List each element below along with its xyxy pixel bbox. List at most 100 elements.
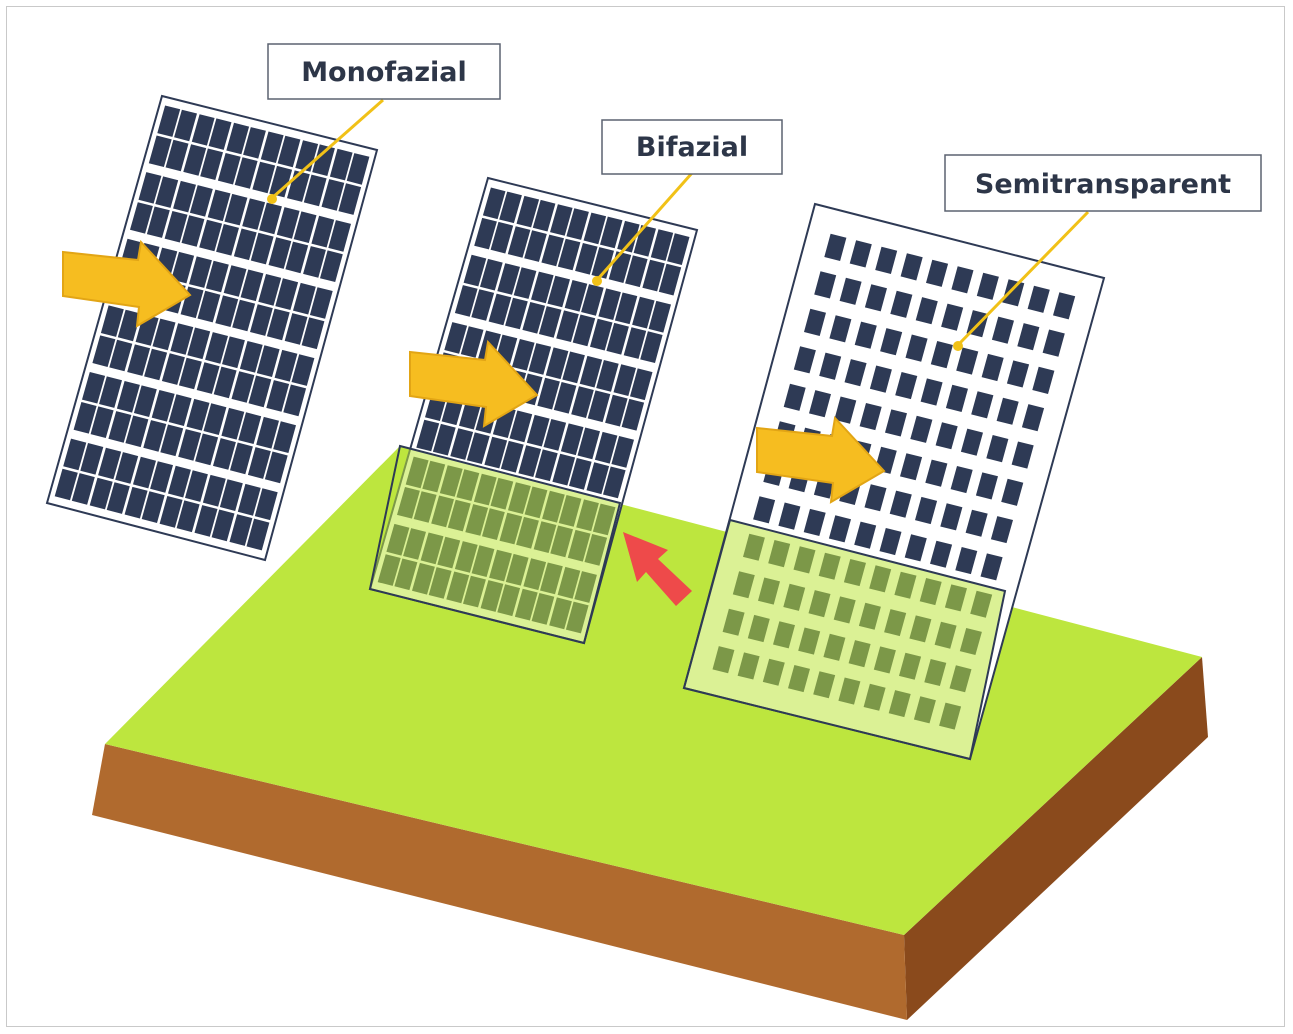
solar-cell <box>667 233 690 265</box>
solar-cell <box>232 299 256 332</box>
label-monofazial-text: Monofazial <box>301 57 467 88</box>
solar-cell <box>819 352 842 380</box>
solar-cell <box>522 302 546 334</box>
solar-cell <box>303 246 326 278</box>
solar-cell <box>246 518 270 551</box>
bifazial-grass-overlay <box>370 446 620 643</box>
solar-cell <box>575 243 598 275</box>
solar-cell <box>150 461 173 493</box>
solar-cell <box>930 341 953 369</box>
solar-cell <box>187 327 211 360</box>
solar-cell <box>328 220 351 252</box>
solar-cell <box>875 246 898 274</box>
solar-cell <box>581 284 604 316</box>
solar-cell <box>941 303 964 331</box>
solar-cell <box>266 380 290 412</box>
solar-cell <box>248 375 272 408</box>
solar-cell <box>658 263 682 296</box>
solar-cell <box>450 428 474 460</box>
solar-cell <box>256 345 280 377</box>
solar-cell <box>171 251 195 284</box>
monofazial-leader <box>271 98 384 200</box>
solar-cell <box>900 453 923 481</box>
solar-cell <box>603 466 626 499</box>
solar-cell <box>854 321 877 349</box>
leader-lines <box>267 98 1090 351</box>
solar-cell <box>925 459 948 487</box>
sunlight-arrow-icon <box>756 415 886 504</box>
solar-cell <box>864 484 887 512</box>
solar-cell <box>930 540 953 568</box>
solar-cell <box>170 323 194 355</box>
solar-cell <box>233 228 257 261</box>
solar-cell <box>168 394 192 426</box>
solar-cell <box>864 284 887 312</box>
solar-cell <box>239 341 263 373</box>
solar-cell <box>594 431 618 464</box>
solar-cell <box>222 336 245 369</box>
solar-cell <box>293 282 316 315</box>
solar-cell <box>80 443 104 475</box>
solar-cell <box>161 353 185 385</box>
solar-cell <box>839 277 862 305</box>
solar-cell <box>117 309 141 342</box>
solar-cell <box>945 384 968 412</box>
solar-cell <box>127 344 151 376</box>
solar-cell <box>250 232 274 265</box>
solar-cell <box>550 204 573 236</box>
solar-cell <box>444 322 468 354</box>
solar-cell <box>1053 292 1076 320</box>
solar-cell <box>89 477 113 510</box>
solar-cell <box>284 313 308 345</box>
solar-cell <box>955 547 978 575</box>
solar-cell <box>971 391 994 419</box>
solar-cell <box>640 331 663 363</box>
solar-cell <box>552 453 576 486</box>
solar-cell <box>543 419 567 451</box>
solar-cell <box>547 275 570 308</box>
solar-cell <box>211 509 235 542</box>
solar-cell <box>499 191 522 224</box>
solar-cell <box>454 285 478 317</box>
solar-cell <box>981 353 1004 382</box>
solar-cell <box>783 383 806 411</box>
solar-cell <box>518 445 542 477</box>
solar-cell <box>199 219 223 252</box>
solar-cell <box>1017 323 1040 351</box>
solar-cell <box>625 255 648 288</box>
solar-cell <box>92 335 116 367</box>
solar-cell <box>146 206 170 238</box>
solar-cell <box>277 135 301 168</box>
solar-cell <box>990 516 1013 544</box>
solar-cell <box>416 419 440 452</box>
solar-cell <box>226 122 250 155</box>
solar-cell <box>571 386 594 418</box>
solar-cell <box>160 424 184 457</box>
solar-cell <box>1001 478 1024 506</box>
solar-cell <box>243 127 266 159</box>
solar-cell <box>605 394 628 427</box>
solar-cell <box>940 503 963 531</box>
solar-cell <box>148 135 172 167</box>
solar-cell <box>195 433 219 466</box>
solar-cell <box>623 327 647 359</box>
solar-cell <box>1021 404 1045 432</box>
solar-cell <box>178 429 202 461</box>
solar-cell <box>829 315 852 343</box>
solar-cell <box>54 468 78 501</box>
solar-cell <box>260 131 284 163</box>
label-bifazial: Bifazial <box>601 119 783 175</box>
solar-cell <box>252 161 276 194</box>
solar-cell <box>124 486 148 519</box>
solar-cell <box>885 409 907 437</box>
sunlight-arrow-icon <box>409 339 539 428</box>
solar-cell <box>859 403 882 431</box>
solar-cell <box>460 326 484 358</box>
solar-cell <box>234 157 258 189</box>
solar-cell <box>185 470 208 502</box>
solar-cell <box>975 472 998 500</box>
solar-cell <box>606 322 629 355</box>
solar-cell <box>557 238 581 271</box>
solar-cell <box>205 332 228 364</box>
solar-cell <box>507 226 531 258</box>
